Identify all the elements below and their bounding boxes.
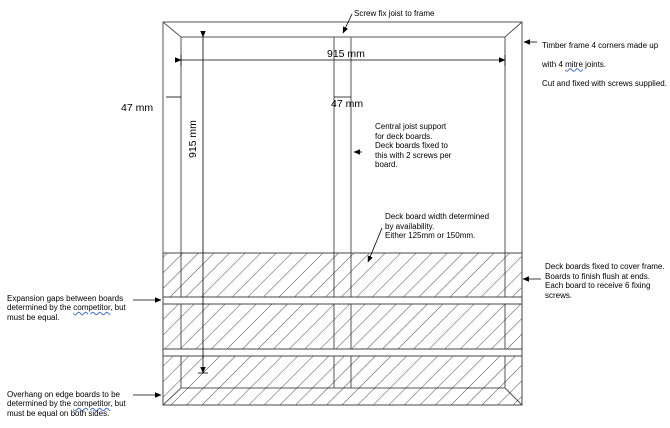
timber-frame-note: Timber frame 4 corners made up with 4 mi…	[542, 31, 667, 98]
timber-frame-note-line-3: Cut and fixed with screws supplied.	[542, 78, 667, 88]
overhang-note-pre: Overhang on edge boards to be determined…	[7, 389, 120, 409]
timber-frame-note-pre: with 4	[542, 59, 566, 69]
deck-frame-diagram	[133, 13, 541, 406]
timber-frame-note-post: joints.	[582, 59, 607, 69]
frame-thickness-label: 47 mm	[121, 102, 154, 114]
deck-board-1	[162, 252, 523, 298]
deck-fixed-note: Deck boards fixed to cover frame. Boards…	[545, 262, 665, 300]
timber-frame-note-line-1: Timber frame 4 corners made up	[542, 40, 659, 50]
competitor-word-2: competitor	[73, 399, 111, 408]
deck-board-3	[162, 355, 523, 406]
timber-frame-note-line-2: with 4 mitre joints.	[542, 60, 667, 70]
joist-thickness-label: 47 mm	[331, 98, 364, 110]
competitor-word-1: competitor	[73, 303, 111, 312]
overhang-note-line-3: must be equal on both sides.	[7, 408, 110, 418]
height-dimension-label: 915 mm	[187, 120, 199, 158]
expansion-note-line-3: must be equal.	[7, 312, 60, 322]
central-joist-note: Central joist support for deck boards. D…	[375, 122, 452, 169]
expansion-gaps-note: Expansion gaps between boards determined…	[7, 284, 126, 332]
deck-width-note: Deck board width determined by availabil…	[385, 212, 490, 240]
width-dimension-label: 915 mm	[327, 48, 365, 60]
deck-boards	[162, 252, 523, 406]
expansion-gaps	[162, 296, 523, 357]
expansion-note-pre: Expansion gaps between boards determined…	[7, 293, 124, 313]
overhang-note: Overhang on edge boards to be determined…	[7, 380, 126, 428]
screw-fix-note: Screw fix joist to frame	[354, 9, 435, 18]
mitre-word: mitre	[565, 59, 583, 69]
overhang-note-post: , but	[110, 399, 126, 408]
deck-board-2	[162, 303, 523, 350]
expansion-note-post: , but	[110, 303, 126, 312]
dimension-lines	[166, 31, 506, 374]
leader-lines	[133, 13, 541, 398]
